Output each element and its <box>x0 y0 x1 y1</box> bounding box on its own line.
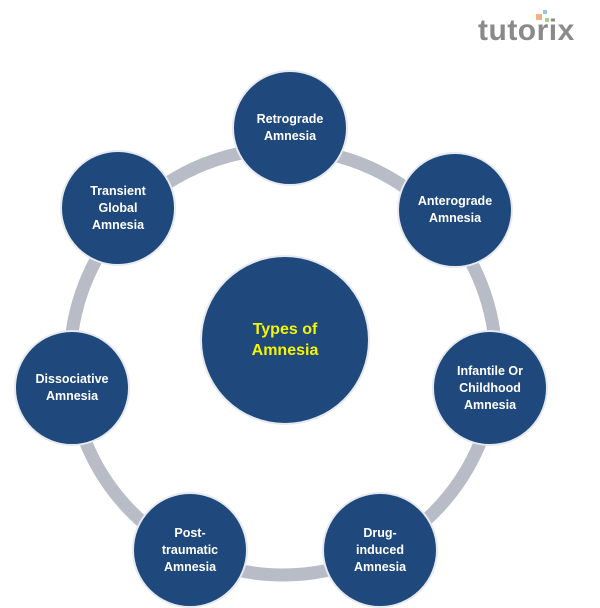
node-circle-infantile-childhood <box>432 330 548 446</box>
node-label-drug-induced: Drug- induced Amnesia <box>353 525 407 574</box>
node-circle-retrograde <box>232 70 348 186</box>
node-label-transient-global: Transient Global Amnesia <box>90 183 146 232</box>
node-label-infantile-childhood: Infantile Or Childhood Amnesia <box>457 363 523 412</box>
logo-square-icon <box>543 10 547 14</box>
node-circle-post-traumatic <box>132 492 248 608</box>
logo-square-icon <box>536 14 542 20</box>
node-circle-dissociative <box>14 330 130 446</box>
node-label-dissociative: Dissociative Amnesia <box>35 372 109 403</box>
node-circle-drug-induced <box>322 492 438 608</box>
center-circle <box>200 255 370 425</box>
tutorix-logo: tutorix <box>478 14 575 47</box>
node-circle-transient-global <box>60 150 176 266</box>
node-label-retrograde: Retrograde Amnesia <box>256 112 324 143</box>
node-label-post-traumatic: Post- traumatic Amnesia <box>161 525 219 574</box>
logo-square-icon <box>545 18 549 22</box>
center-label: Types of Amnesia <box>251 321 319 359</box>
node-circle-anterograde <box>397 152 513 268</box>
node-label-anterograde: Anterograde Amnesia <box>417 194 493 225</box>
